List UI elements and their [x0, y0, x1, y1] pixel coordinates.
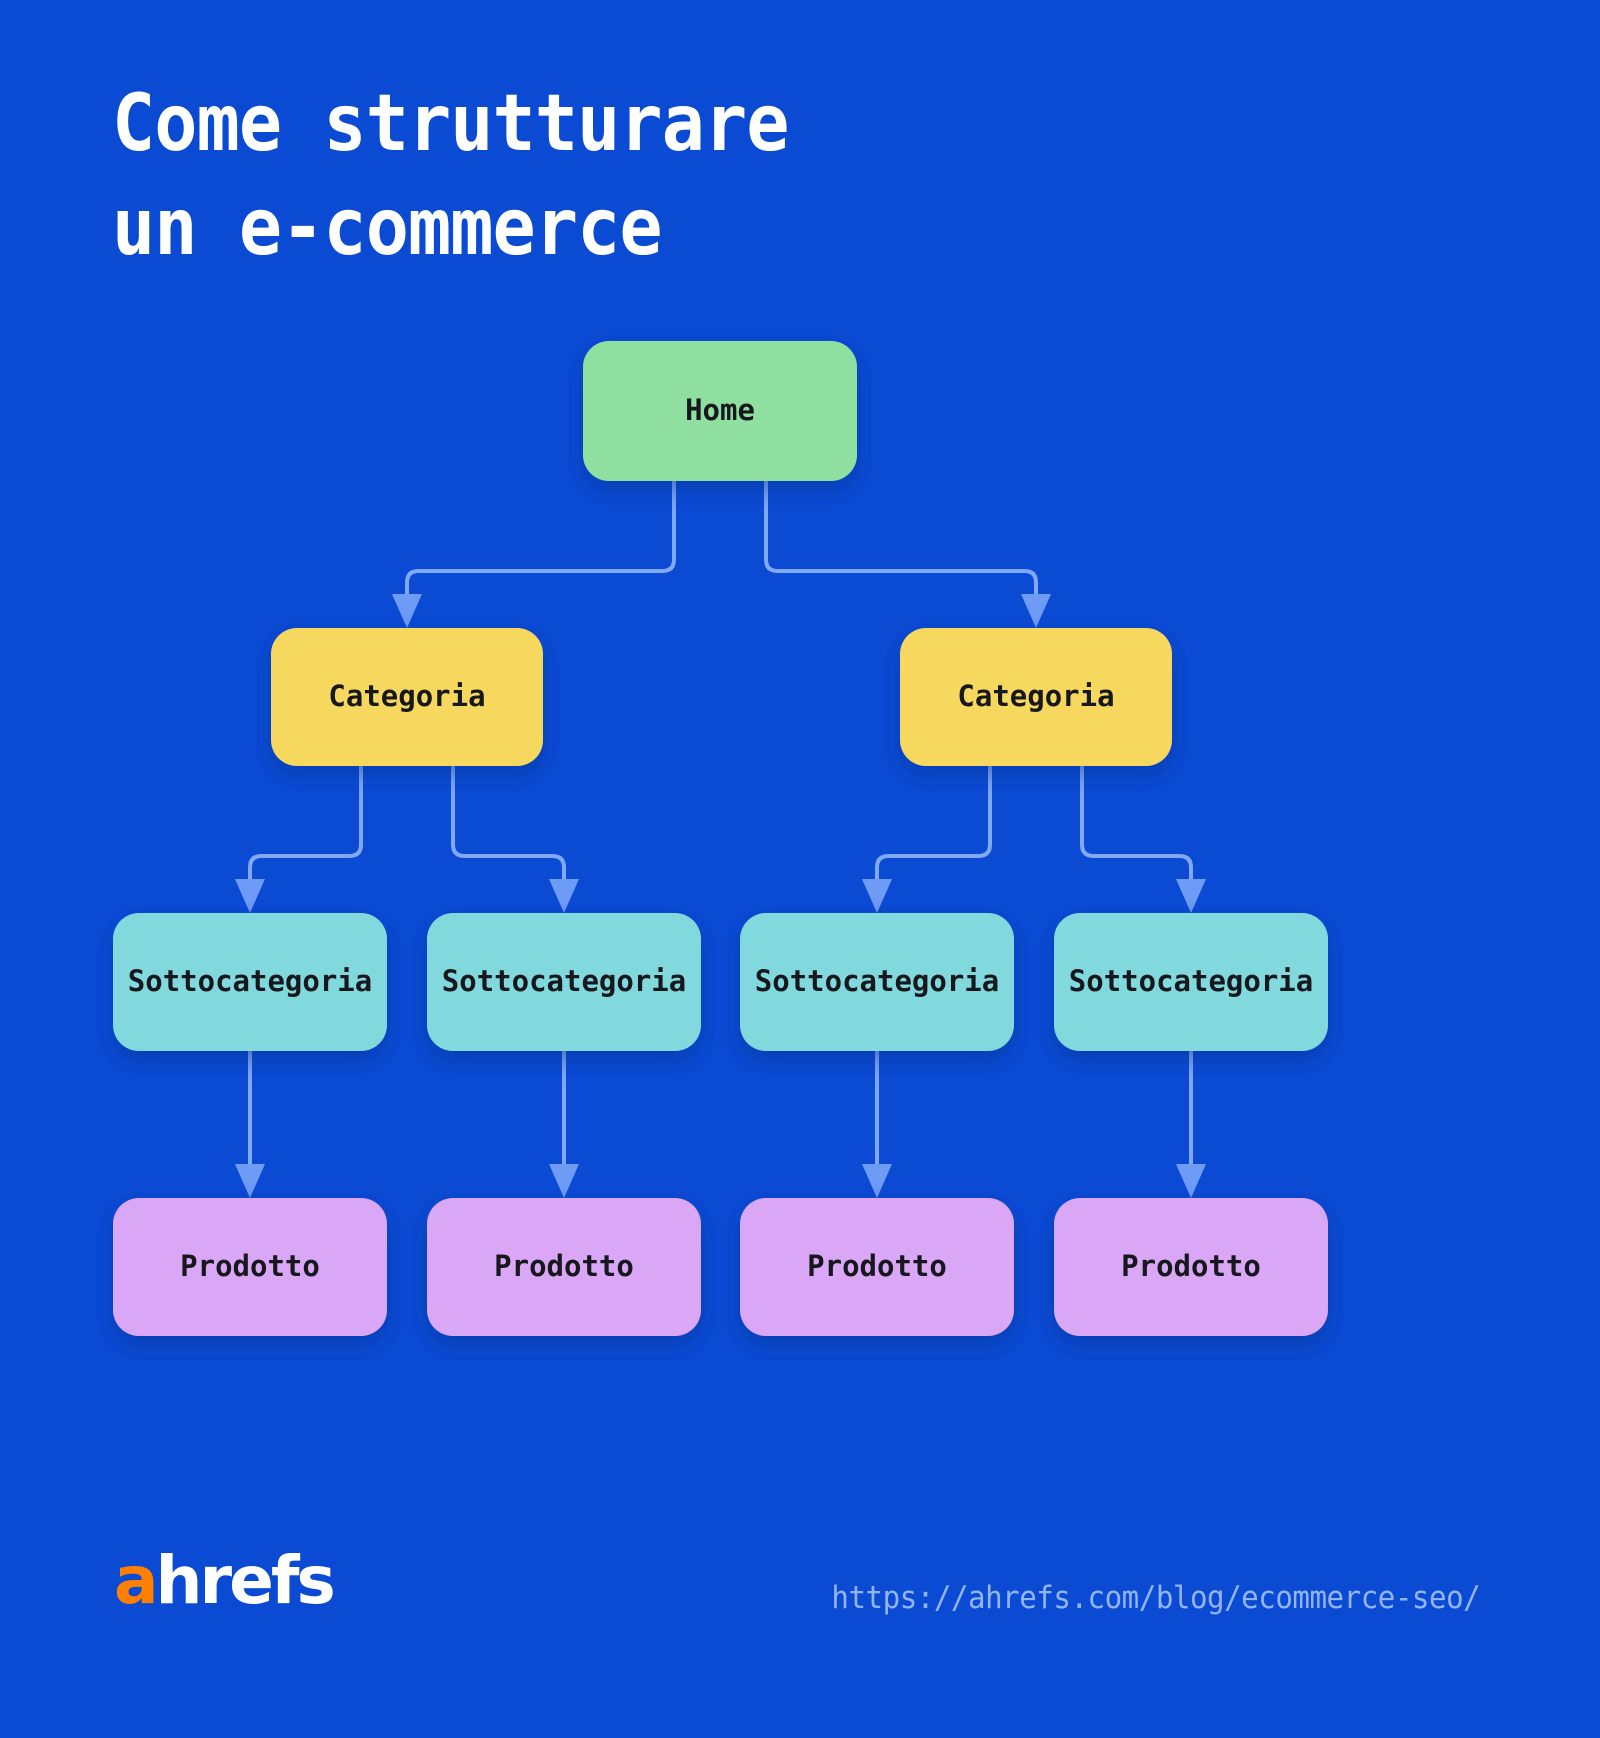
node-label: Sottocategoria [128, 964, 372, 998]
node-label: Sottocategoria [1069, 964, 1313, 998]
node-label: Categoria [328, 679, 485, 713]
connector-arrowhead [235, 879, 265, 913]
node-background [1054, 913, 1328, 1051]
node-background [900, 628, 1172, 766]
connector-arrowhead [235, 1164, 265, 1198]
connector-line [1080, 764, 1193, 881]
connector-line [451, 764, 566, 881]
diagram-node-prod1[interactable]: Prodotto [113, 1198, 387, 1336]
title-line-2: un e-commerce [112, 183, 663, 273]
node-label: Prodotto [494, 1249, 634, 1283]
node-label: Prodotto [180, 1249, 320, 1283]
connector-line [405, 479, 676, 596]
diagram-node-prod3[interactable]: Prodotto [740, 1198, 1014, 1336]
connector-line [764, 479, 1038, 596]
diagram-node-home[interactable]: Home [583, 341, 857, 481]
diagram-node-sub4[interactable]: Sottocategoria [1054, 913, 1328, 1051]
connector-arrowhead [549, 1164, 579, 1198]
node-background [427, 913, 701, 1051]
node-background [1054, 1198, 1328, 1336]
connector-arrowhead [549, 879, 579, 913]
connectors-layer [235, 479, 1206, 1198]
connector-arrowhead [1021, 594, 1051, 628]
node-background [271, 628, 543, 766]
page-title: Come strutturare un e-commerce [112, 72, 1212, 280]
connector-arrowhead [862, 1164, 892, 1198]
node-label: Sottocategoria [442, 964, 686, 998]
connector-line [248, 764, 363, 881]
ahrefs-logo: ahrefs [114, 1548, 336, 1614]
title-line-1: Come strutturare [112, 79, 789, 169]
node-background [583, 341, 857, 481]
logo-letter-a: a [114, 1542, 159, 1619]
node-label: Sottocategoria [755, 964, 999, 998]
diagram-node-cat1[interactable]: Categoria [271, 628, 543, 766]
diagram-node-cat2[interactable]: Categoria [900, 628, 1172, 766]
node-background [740, 913, 1014, 1051]
diagram-node-prod2[interactable]: Prodotto [427, 1198, 701, 1336]
node-label: Prodotto [807, 1249, 947, 1283]
connector-line [875, 764, 992, 881]
connector-arrowhead [1176, 879, 1206, 913]
node-background [427, 1198, 701, 1336]
node-label: Home [685, 393, 755, 427]
node-label: Categoria [957, 679, 1114, 713]
diagram-node-prod4[interactable]: Prodotto [1054, 1198, 1328, 1336]
node-background [740, 1198, 1014, 1336]
diagram-node-sub1[interactable]: Sottocategoria [113, 913, 387, 1051]
node-label: Prodotto [1121, 1249, 1261, 1283]
connector-arrowhead [1176, 1164, 1206, 1198]
diagram-node-sub3[interactable]: Sottocategoria [740, 913, 1014, 1051]
diagram-node-sub2[interactable]: Sottocategoria [427, 913, 701, 1051]
logo-wordmark: hrefs [155, 1542, 336, 1619]
source-url: https://ahrefs.com/blog/ecommerce-seo/ [831, 1580, 1480, 1616]
connector-arrowhead [862, 879, 892, 913]
node-background [113, 1198, 387, 1336]
node-background [113, 913, 387, 1051]
connector-arrowhead [392, 594, 422, 628]
